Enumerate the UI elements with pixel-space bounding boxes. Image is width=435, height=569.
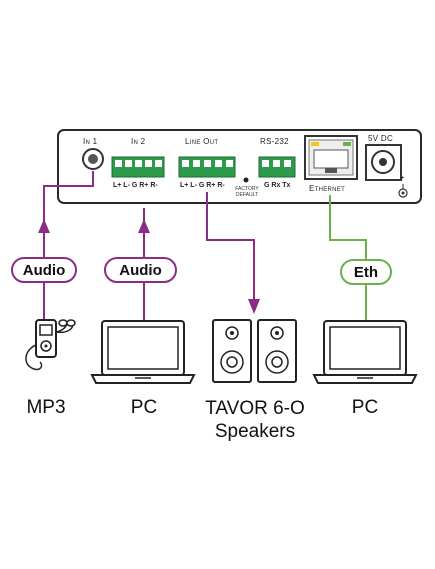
in2-pin-labels: L+ L- G R+ R- [113, 182, 158, 189]
factory-default-label: FACTORY DEFAULT [235, 186, 259, 198]
speaker-cable [206, 192, 255, 300]
rs232-pin-labels: G Rx Tx [264, 182, 291, 189]
polarity-plus-label: + [400, 175, 405, 182]
rs232-terminal-block [258, 156, 296, 178]
pc-right-label: PC [351, 397, 379, 418]
mp3-audio-arrow [38, 219, 50, 233]
ethernet-port [304, 135, 358, 180]
laptop-left-icon [90, 320, 196, 384]
line-out-label: Line Out [185, 137, 219, 146]
polarity-symbol [398, 184, 408, 198]
in2-terminal-block [111, 156, 165, 178]
dc-label: 5V DC [368, 134, 394, 143]
dc-power-jack [365, 144, 402, 181]
ethernet-label: Ethernet [309, 184, 346, 193]
factory-default-button [243, 177, 249, 183]
pc-audio-arrow [138, 219, 150, 233]
ethernet-cable [329, 195, 367, 321]
audio-pc-pill: Audio [104, 257, 177, 283]
in1-label: In 1 [83, 137, 98, 146]
pc-left-label: PC [130, 397, 158, 418]
mp3-player-icon [25, 319, 76, 371]
speaker-arrow [248, 299, 260, 314]
in1-jack [82, 148, 104, 170]
eth-pill: Eth [340, 259, 392, 285]
mp3-audio-cable [43, 171, 94, 320]
line-out-pin-labels: L+ L- G R+ R- [180, 182, 225, 189]
laptop-right-icon [312, 320, 418, 384]
in2-label: In 2 [131, 137, 146, 146]
speaker-left-icon [212, 319, 252, 383]
line-out-terminal-block [178, 156, 236, 178]
audio-mp3-pill: Audio [11, 257, 77, 283]
mp3-label: MP3 [26, 397, 66, 418]
rs232-label: RS-232 [260, 137, 289, 146]
speaker-right-icon [257, 319, 297, 383]
speakers-label: TAVOR 6-O Speakers [205, 398, 305, 442]
